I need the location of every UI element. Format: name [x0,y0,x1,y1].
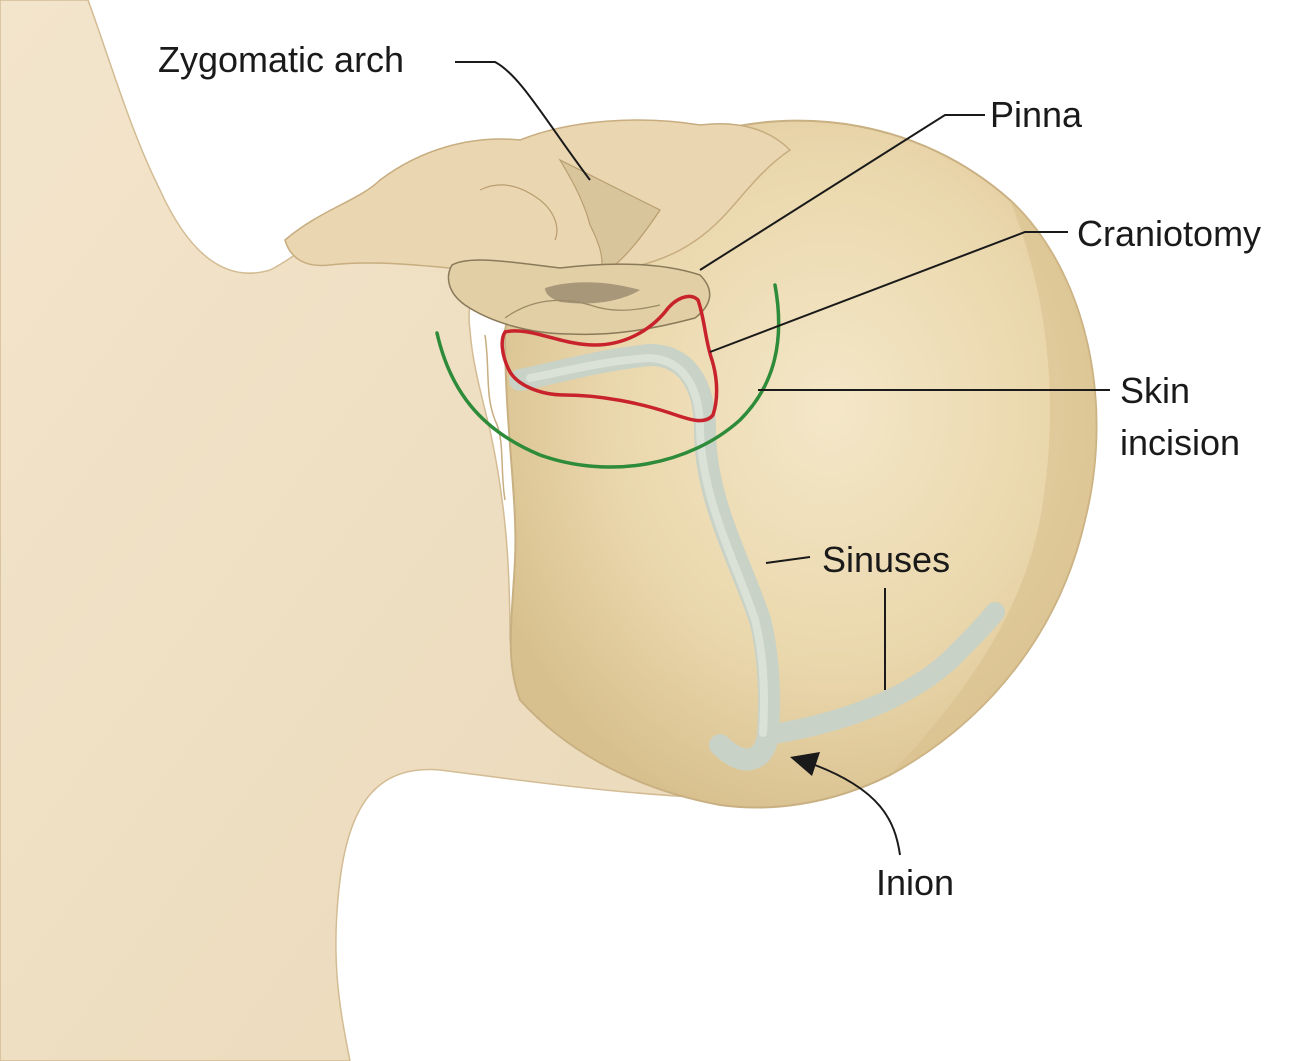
label-pinna: Pinna [990,94,1083,135]
label-sinuses: Sinuses [822,539,950,580]
label-craniotomy: Craniotomy [1077,213,1261,254]
label-inion: Inion [876,862,954,903]
label-skin-incision-line2: incision [1120,422,1240,463]
label-zygomatic-arch: Zygomatic arch [158,39,404,80]
label-skin-incision-line1: Skin [1120,370,1190,411]
